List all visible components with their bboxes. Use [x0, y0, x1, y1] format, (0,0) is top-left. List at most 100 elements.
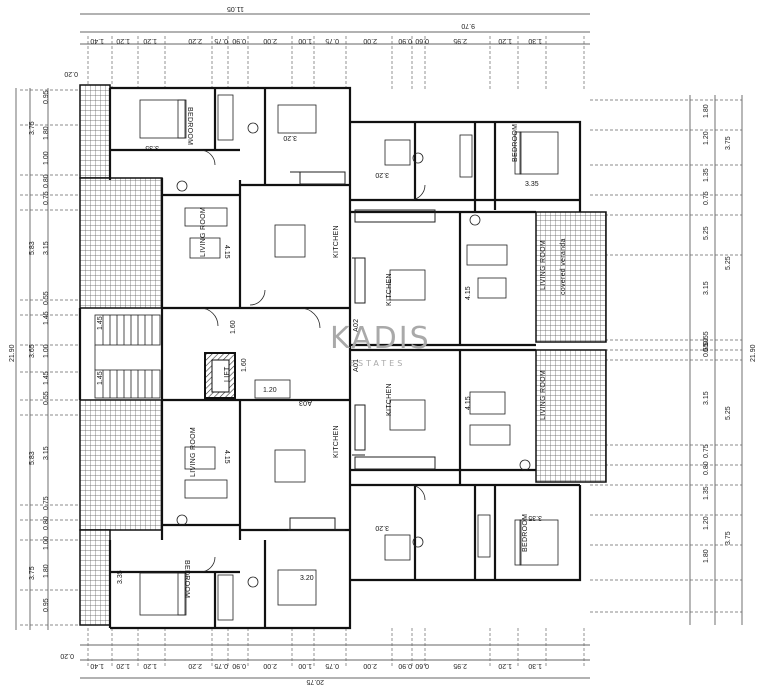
- veranda-left-lower: [79, 399, 163, 531]
- veranda-label: covered veranda: [560, 238, 567, 295]
- dim-top-11: 0.60: [415, 37, 429, 44]
- dim-right2-1: 5.25: [725, 256, 732, 270]
- room-name-living-3: LIVING ROOM: [540, 370, 547, 420]
- dim-bottom-4: 0.75: [214, 662, 228, 669]
- dim-right-1: 1.20: [703, 131, 710, 145]
- room-area-bedroom-5: 3.20: [375, 524, 389, 531]
- room-name-kitchen-4: KITCHEN: [333, 425, 340, 458]
- dim-left-overall: 21.90: [9, 344, 16, 362]
- veranda-left-upper: [79, 177, 163, 309]
- verandas: covered veranda: [79, 84, 607, 626]
- small-room-dim: 1.20: [263, 387, 277, 394]
- room-name-bedroom-1: BEDROOM: [186, 107, 193, 145]
- dim-bottom-14: 1.30: [528, 662, 542, 669]
- stair-landing-dim: 1.60: [230, 320, 237, 334]
- room-area-living-4: 4.15: [223, 450, 230, 464]
- dim-left-9: 1.45: [43, 371, 50, 385]
- watermark-sub: ESTATES: [350, 359, 405, 368]
- dim-left2-3: 5.83: [29, 451, 36, 465]
- room-area-bedroom-6: 3.35: [528, 514, 542, 521]
- room-name-kitchen-2: KITCHEN: [386, 273, 393, 306]
- stair-dim-upper: 1.45: [97, 316, 104, 330]
- dim-left-4: 0.75: [43, 191, 50, 205]
- dim-top-small: 0.20: [64, 70, 78, 77]
- walls: [78, 86, 582, 630]
- dim-left-0: 0.95: [43, 90, 50, 104]
- dim-left-15: 1.80: [43, 564, 50, 578]
- room-area-bedroom-7: 3.20: [300, 575, 314, 582]
- watermark: KADIS ESTATES: [330, 321, 431, 368]
- veranda-right-lower: [535, 349, 607, 483]
- room-name-bedroom-6: BEDROOM: [522, 514, 529, 552]
- dim-top-12: 2.95: [453, 37, 467, 44]
- dim-left2-2: 3.65: [29, 344, 36, 358]
- dim-top-0: 1.40: [90, 37, 104, 44]
- door-tag-a03: A03: [299, 399, 312, 406]
- dim-left-13: 0.80: [43, 516, 50, 530]
- dim-top-3: 2.20: [188, 37, 202, 44]
- dim-right-5: 3.15: [703, 281, 710, 295]
- room-area-bedroom-4: 3.35: [525, 181, 539, 188]
- dim-bottom-8: 0.75: [325, 662, 339, 669]
- dim-left-2: 1.00: [43, 151, 50, 165]
- dim-bottom-0: 1.40: [90, 662, 104, 669]
- dim-bottom-small: 0.20: [60, 652, 74, 659]
- watermark-brand: KADIS: [330, 321, 431, 356]
- dim-top-6: 2.00: [263, 37, 277, 44]
- furniture: [139, 94, 559, 621]
- dim-bottom-12: 2.95: [453, 662, 467, 669]
- dim-top-14: 1.30: [528, 37, 542, 44]
- lift-label: LIFT: [224, 366, 231, 382]
- dim-right-0: 1.80: [703, 104, 710, 118]
- dim-bottom-10: 0.90: [398, 662, 412, 669]
- veranda-bottom-left: [79, 529, 111, 626]
- room-name-living-4: LIVING ROOM: [190, 427, 197, 477]
- dim-top-5: 0.90: [232, 37, 246, 44]
- dim-bottom-5: 0.90: [232, 662, 246, 669]
- room-area-bedroom-3: 3.20: [375, 171, 389, 178]
- dim-bottom-11: 0.60: [415, 662, 429, 669]
- dim-left-5: 3.15: [43, 241, 50, 255]
- dim-right-13: 1.20: [703, 516, 710, 530]
- lift-shaft: LIFT: [204, 352, 236, 399]
- room-name-living-2: LIVING ROOM: [540, 240, 547, 290]
- dim-left2-4: 3.75: [29, 566, 36, 580]
- room-area-living-2: 4.15: [465, 286, 472, 300]
- room-area-living-1: 4.15: [223, 245, 230, 259]
- dim-right-9: 3.15: [703, 391, 710, 405]
- dim-right-11: 0.80: [703, 461, 710, 475]
- dim-bottom-13: 1.20: [498, 662, 512, 669]
- room-area-bedroom-2: 3.20: [283, 134, 297, 141]
- dim-top-7: 1.00: [298, 37, 312, 44]
- dim-right-7: 0.50: [703, 338, 710, 352]
- dim-left-8: 1.00: [43, 344, 50, 358]
- room-area-living-3: 4.15: [465, 396, 472, 410]
- dim-right-overall: 21.90: [750, 344, 757, 362]
- dim-top-4: 0.75: [214, 37, 228, 44]
- dim-left-16: 0.95: [43, 598, 50, 612]
- dimension-lines: [15, 13, 743, 679]
- room-name-kitchen-1: KITCHEN: [333, 225, 340, 258]
- dim-bottom-9: 2.00: [363, 662, 377, 669]
- room-labels: BEDROOM 3.35 3.20 LIVING ROOM 4.15 KITCH…: [117, 107, 547, 598]
- dim-left-3: 0.80: [43, 174, 50, 188]
- dim-top-2: 1.20: [143, 37, 157, 44]
- dim-bottom-1: 1.20: [116, 662, 130, 669]
- room-area-bedroom-1: 3.35: [145, 144, 159, 151]
- dim-left2-0: 3.75: [29, 121, 36, 135]
- dim-right-8: 0.55: [703, 343, 710, 357]
- dim-bottom-6: 2.00: [263, 662, 277, 669]
- room-name-bedroom-8: BEDROOM: [183, 560, 190, 598]
- veranda-right-upper: [535, 211, 607, 343]
- dim-top-mid: 11.05: [227, 5, 244, 12]
- dim-top-13: 1.20: [498, 37, 512, 44]
- dim-right-3: 0.75: [703, 191, 710, 205]
- dim-top-right: 9.70: [461, 22, 475, 29]
- dim-right-6: 0.55: [703, 331, 710, 345]
- veranda-top-left: [79, 84, 111, 179]
- dimension-texts: 11.05 9.70 0.20 20.75 0.20 21.90 21.90 1…: [9, 5, 757, 685]
- dim-right2-2: 5.25: [725, 406, 732, 420]
- stair-dim-lower: 1.45: [97, 371, 104, 385]
- dim-right2-0: 3.75: [725, 136, 732, 150]
- dim-right-14: 1.80: [703, 549, 710, 563]
